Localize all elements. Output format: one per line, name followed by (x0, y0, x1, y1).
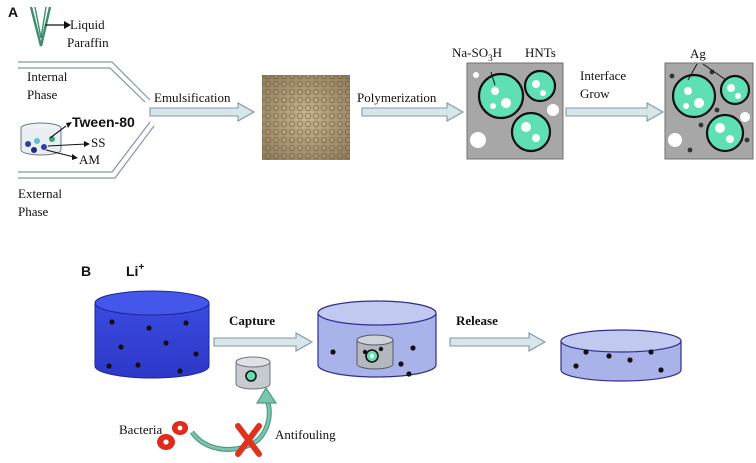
ss-label: SS (91, 135, 105, 150)
pipette-pointer-arrow (45, 21, 71, 29)
porous-polymer-ag-block (664, 62, 754, 160)
hnts-label: HNTs (525, 45, 556, 60)
external-phase-arrow (18, 121, 155, 179)
external-phase-label-1: External (18, 186, 62, 201)
interface-label: Interface (580, 68, 626, 83)
external-phase-label-2: Phase (18, 204, 49, 219)
tween-label: Tween-80 (72, 114, 135, 130)
liquid-label: Liquid (70, 17, 105, 32)
release-label: Release (456, 313, 498, 328)
internal-phase-label-1: Internal (27, 69, 68, 84)
polymerization-label: Polymerization (357, 90, 437, 105)
antifouling-label: Antifouling (275, 427, 336, 442)
porous-polymer-block (466, 62, 564, 160)
capture-tank (317, 300, 437, 378)
naso3h-pointer-line (490, 71, 496, 86)
adsorbent-cylinder-icon (235, 356, 271, 390)
emulsification-arrow (149, 102, 256, 122)
release-dish (560, 329, 682, 382)
internal-phase-label-2: Phase (27, 87, 58, 102)
antifouling-curve-arrow (189, 386, 278, 452)
panel-a-label: A (8, 4, 18, 20)
bacteria-icon (157, 421, 188, 450)
ag-pointer-lines (687, 63, 727, 81)
component-arrows (45, 122, 90, 160)
lithium-solution-tank (94, 290, 210, 379)
naso3h-label: Na-SO3H (452, 45, 502, 63)
bacteria-label: Bacteria (119, 422, 163, 437)
capture-label: Capture (229, 313, 275, 328)
emulsion-micrograph (262, 75, 350, 160)
panel-b-label: B (81, 263, 91, 279)
pipette-icon (29, 6, 52, 47)
grow-label: Grow (580, 86, 610, 101)
internal-phase-arrow (18, 61, 151, 103)
release-arrow (449, 332, 547, 352)
li-ion-label: Li+ (126, 262, 144, 279)
capture-arrow (213, 332, 314, 352)
am-label: AM (79, 152, 100, 167)
emulsification-label: Emulsification (154, 90, 231, 105)
ag-label: Ag (690, 46, 706, 61)
polymerization-arrow (361, 102, 465, 122)
interface-grow-arrow (565, 102, 665, 122)
paraffin-label: Paraffin (67, 35, 109, 50)
beaker-icon (20, 122, 62, 156)
blocked-cross-icon (235, 423, 262, 457)
